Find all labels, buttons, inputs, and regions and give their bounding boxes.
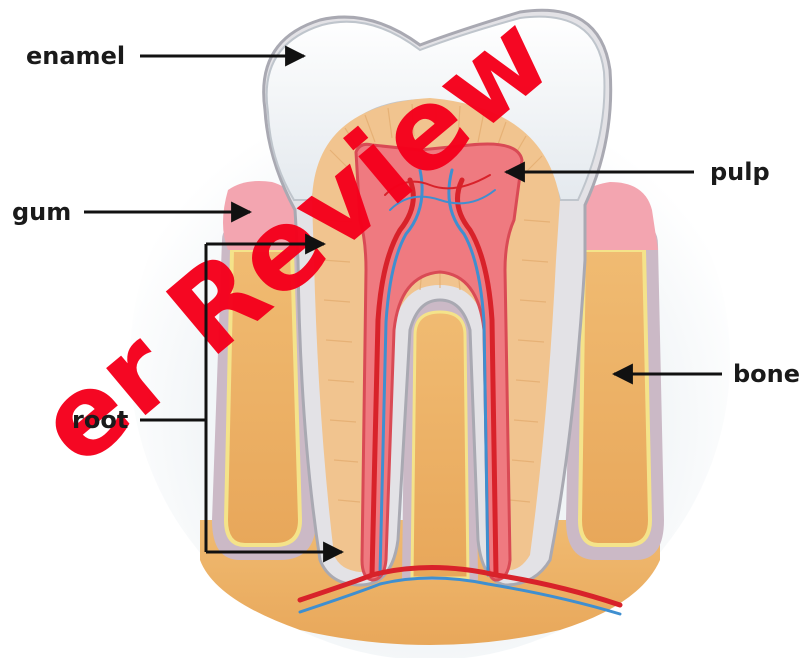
label-pulp: pulp — [710, 158, 770, 186]
label-root: root — [72, 406, 128, 434]
inter-root-bone — [402, 300, 478, 580]
label-bone: bone — [733, 360, 800, 388]
label-gum: gum — [12, 198, 71, 226]
label-enamel: enamel — [26, 42, 125, 70]
